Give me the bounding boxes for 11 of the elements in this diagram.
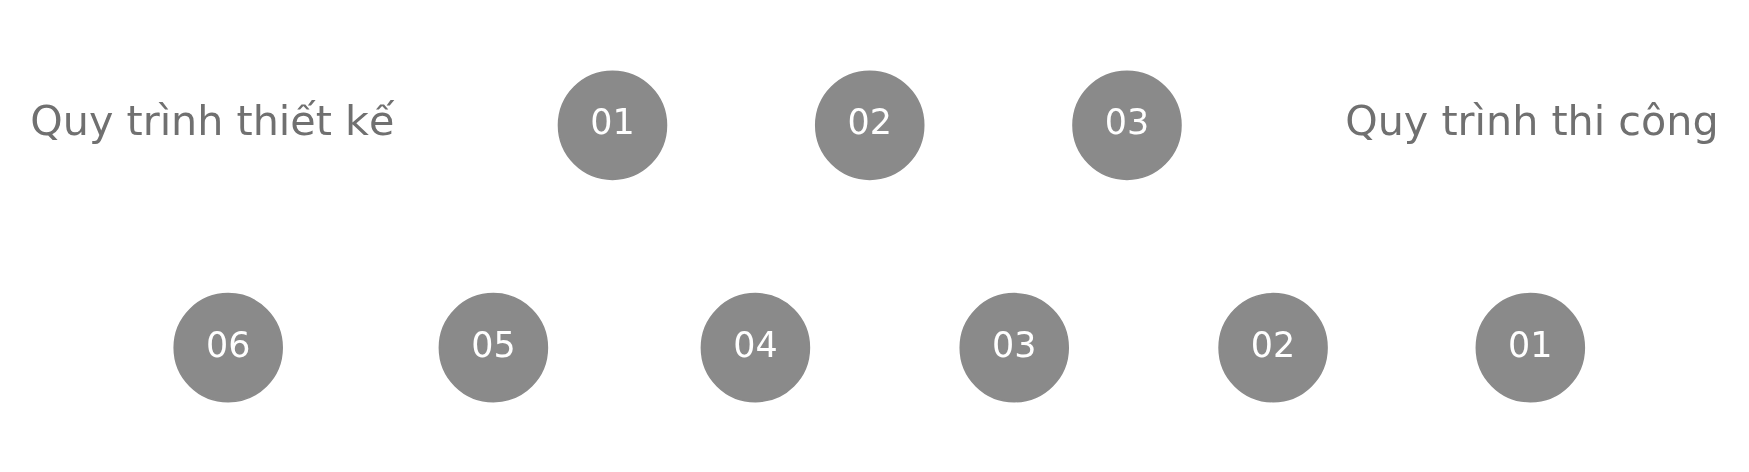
node-circle: 06 [173, 292, 283, 402]
node-circle: 05 [438, 292, 549, 402]
node-circle: 04 [700, 292, 811, 402]
node-circle: 03 [959, 292, 1070, 402]
node-circle: 03 [1072, 70, 1182, 180]
node-circle: 01 [557, 70, 668, 180]
label: Quy trình thiết kế [30, 96, 395, 145]
node-circle: 02 [814, 70, 925, 180]
node-circle: 01 [1475, 292, 1586, 402]
node-circle: 02 [1218, 292, 1328, 402]
label: Quy trình thi công [1345, 96, 1719, 145]
